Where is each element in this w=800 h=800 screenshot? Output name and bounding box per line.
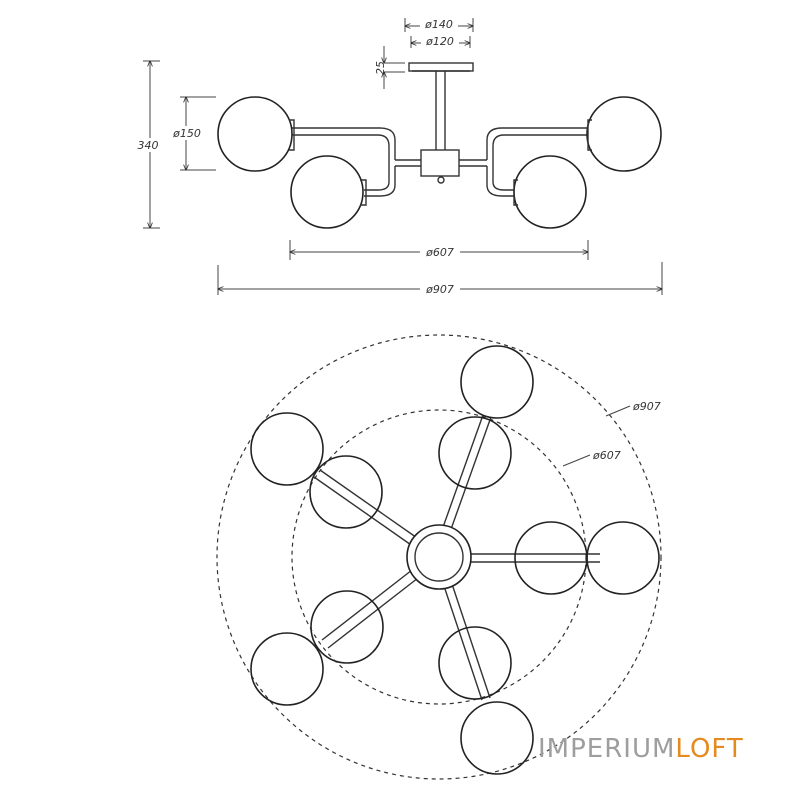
arm-top — [441, 414, 492, 533]
central-hub-outer — [406, 524, 472, 590]
outer-globe-top — [460, 345, 534, 419]
arm-right — [470, 553, 600, 563]
arm-bottom — [443, 583, 491, 701]
central-hub-inner — [414, 532, 464, 582]
globe-lower-left — [290, 155, 364, 229]
side-view: ø140 ø120 25 340 ø150 ø607 — [133, 18, 662, 296]
globe-lower-right — [513, 155, 587, 229]
outer-globe-upper-left — [250, 412, 324, 486]
plan-view: ø907 ø607 — [216, 334, 662, 780]
plan-inner-label: ø607 — [592, 449, 621, 462]
canopy — [408, 62, 474, 72]
dim-25-label: 25 — [374, 61, 387, 75]
outer-globe-bottom — [460, 701, 534, 775]
dim-150-label: ø150 — [172, 127, 201, 140]
hub — [420, 149, 460, 177]
inner-globe-right — [514, 521, 588, 595]
dim-140-label: ø140 — [424, 18, 453, 31]
outer-diameter-circle — [216, 334, 662, 780]
dim-340-label: 340 — [138, 139, 159, 152]
dim-907-label: ø907 — [425, 283, 454, 296]
watermark-part1: IMPERIUM — [538, 734, 676, 764]
inner-diameter-circle — [291, 409, 587, 705]
brand-watermark: IMPERIUMLOFT — [538, 734, 744, 764]
outer-globe-lower-left — [250, 632, 324, 706]
inner-globe-top — [438, 416, 512, 490]
watermark-part2: LOFT — [675, 734, 744, 764]
arm-lower-left — [321, 569, 419, 649]
arm-upper-left — [313, 469, 421, 548]
plan-outer-label: ø907 — [632, 400, 661, 413]
inner-globe-upper-left — [309, 455, 383, 529]
dim-607-label: ø607 — [425, 246, 454, 259]
globe-upper-left — [217, 96, 293, 172]
outer-globe-right — [586, 521, 660, 595]
globe-upper-right — [586, 96, 662, 172]
inner-globe-bottom — [438, 626, 512, 700]
dim-120-label: ø120 — [425, 35, 454, 48]
inner-globe-lower-left — [310, 590, 384, 664]
